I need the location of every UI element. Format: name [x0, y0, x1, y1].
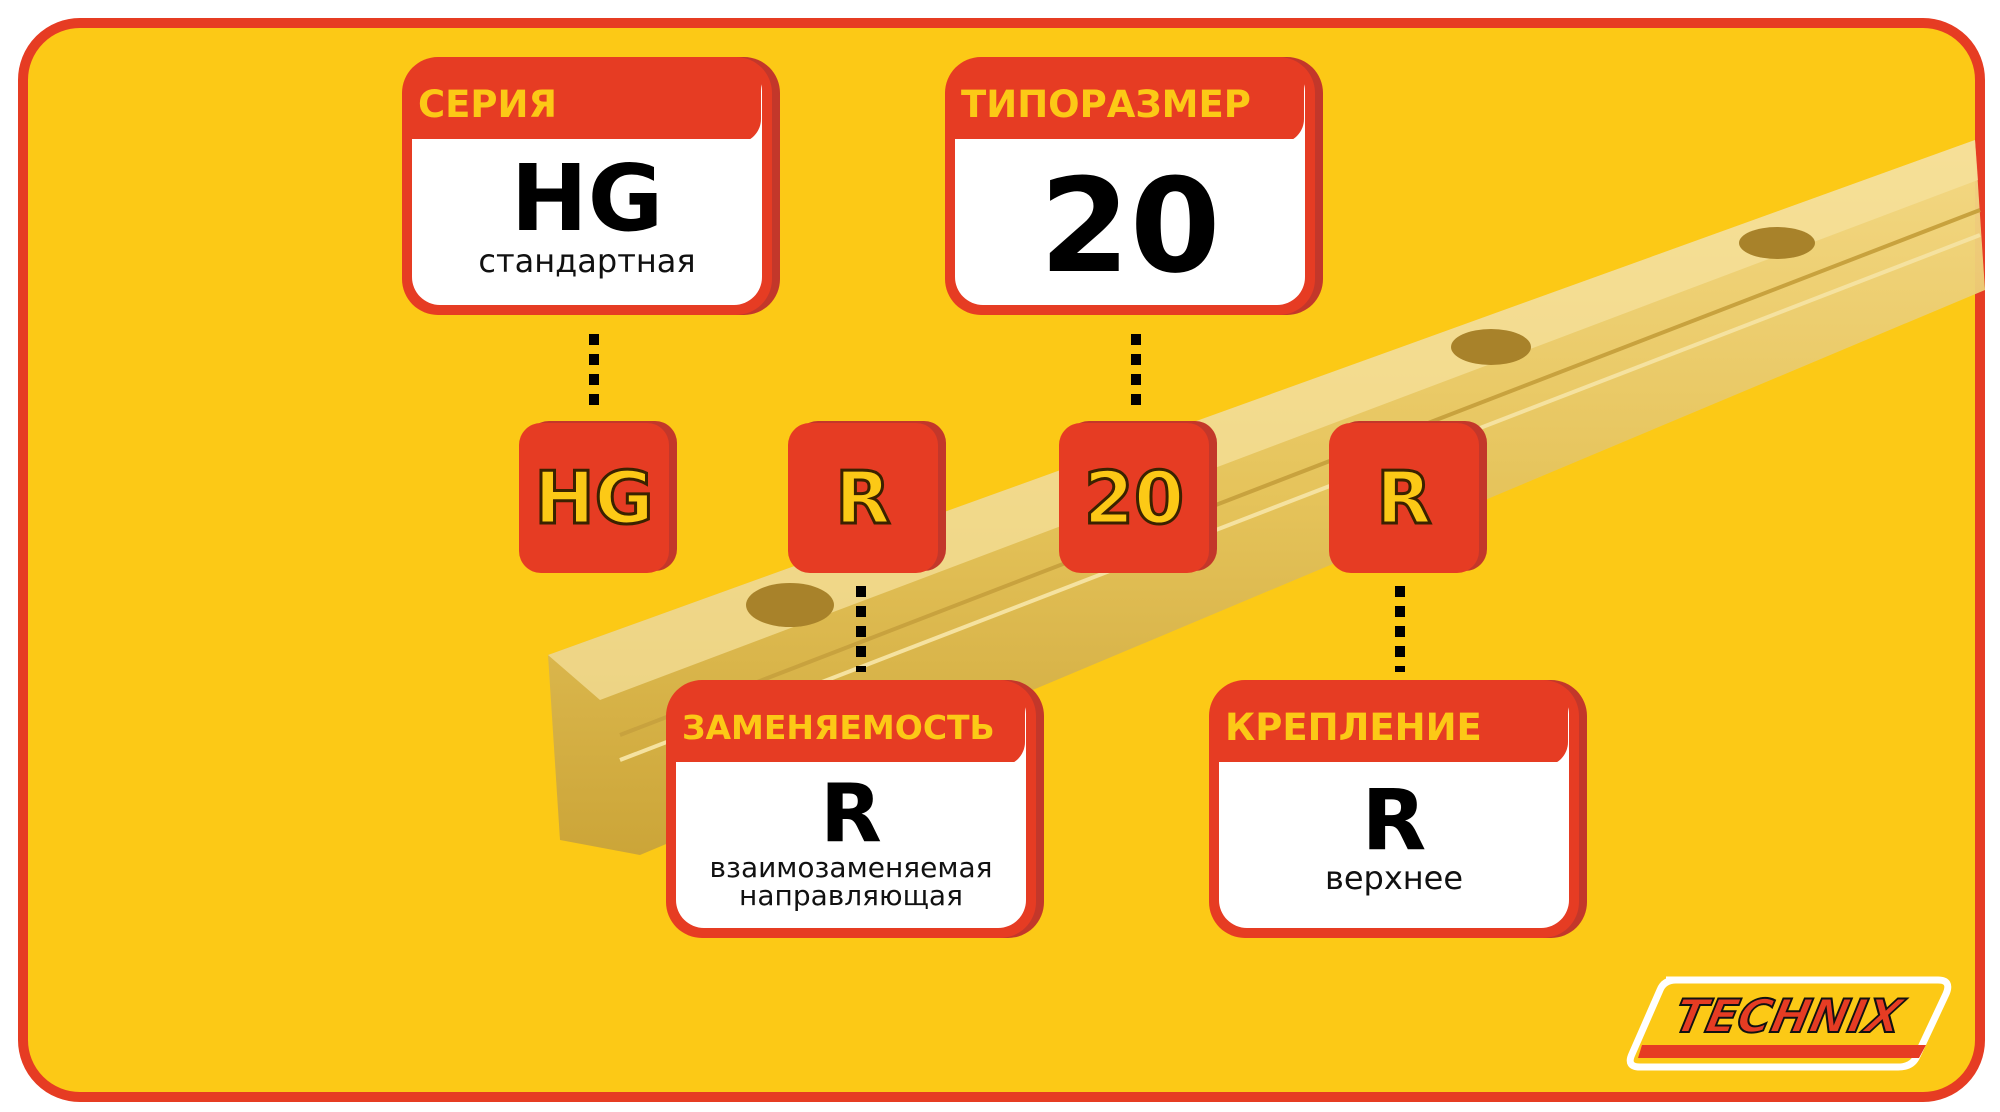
interchangeability-header: ЗАМЕНЯЕМОСТЬ — [682, 708, 995, 747]
connector-dots — [856, 586, 866, 672]
mounting-description: верхнее — [1324, 859, 1464, 897]
size-value: 20 — [1039, 150, 1221, 302]
interchangeability-value: R — [820, 767, 882, 860]
code-badge-mounting: R — [1329, 423, 1479, 573]
series-header: СЕРИЯ — [418, 83, 558, 126]
interchangeability-card: ЗАМЕНЯЕМОСТЬ R взаимозаменяемая направля… — [666, 680, 1036, 938]
code-badge-interchangeability: R — [788, 423, 938, 573]
series-description: стандартная — [478, 242, 696, 280]
logo-text: TECHNIX — [1670, 989, 1910, 1042]
mounting-card: КРЕПЛЕНИЕ R верхнее — [1209, 680, 1579, 938]
mounting-value: R — [1361, 771, 1427, 869]
size-header: ТИПОРАЗМЕР — [961, 83, 1251, 126]
mounting-header: КРЕПЛЕНИЕ — [1225, 706, 1482, 749]
series-value: HG — [510, 145, 664, 252]
code-badge-size: 20 — [1059, 423, 1209, 573]
connector-dots — [1131, 334, 1141, 414]
size-card: ТИПОРАЗМЕР 20 — [945, 57, 1315, 315]
connector-dots — [1395, 586, 1405, 672]
technix-logo: TECHNIX — [1626, 972, 1952, 1071]
connector-dots — [589, 334, 599, 414]
series-card: СЕРИЯ HG стандартная — [402, 57, 772, 315]
code-badge-series: HG — [519, 423, 669, 573]
interchangeability-description: взаимозаменяемая направляющая — [709, 851, 993, 912]
